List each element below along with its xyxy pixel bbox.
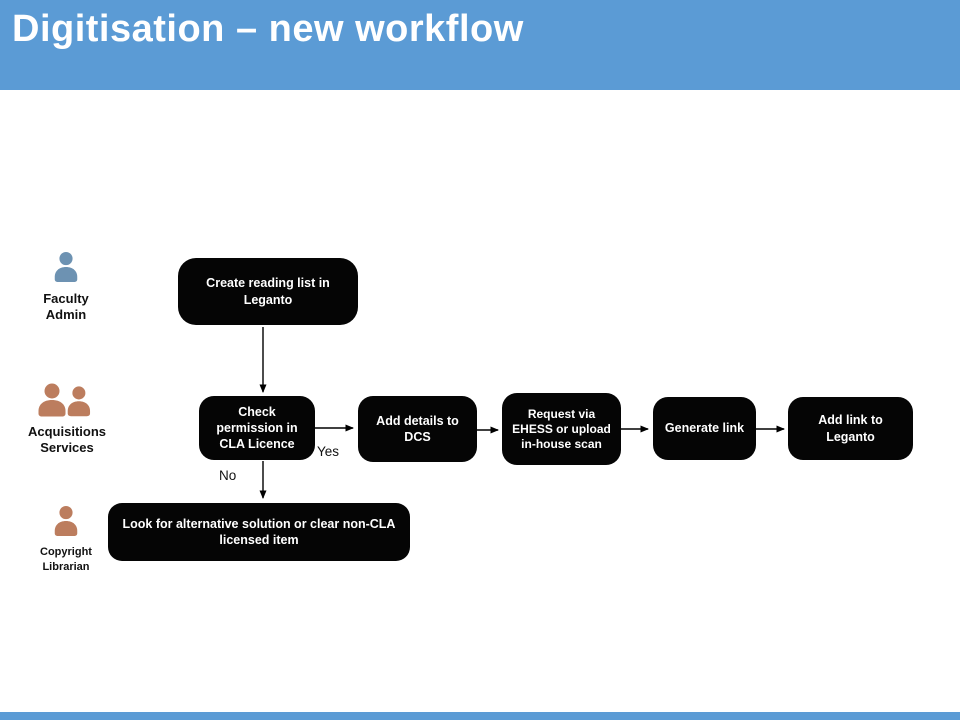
slide-title: Digitisation – new workflow [12, 8, 524, 50]
flow-box-check-permission: Check permission in CLA Licence [199, 396, 315, 460]
people-icon [14, 383, 120, 422]
flow-box-add-link-leganto: Add link to Leganto [788, 397, 913, 460]
role-label-line: Faculty [43, 291, 89, 306]
role-copyright-librarian: Copyright Librarian [22, 504, 110, 575]
flow-box-alternative-solution: Look for alternative solution or clear n… [108, 503, 410, 561]
role-label-line: Copyright [40, 546, 92, 558]
branch-label-no: No [219, 468, 237, 483]
role-acquisitions-services: Acquisitions Services [14, 383, 120, 455]
role-label-line: Services [40, 439, 94, 455]
slide-footer-bar [0, 712, 960, 720]
flow-box-generate-link: Generate link [653, 397, 756, 460]
slide-header-bar: Digitisation – new workflow [0, 0, 960, 90]
flow-box-request-ehess: Request via EHESS or upload in-house sca… [502, 393, 621, 465]
role-label-line: Acquisitions [27, 424, 106, 439]
person-icon [22, 504, 110, 543]
branch-label-yes: Yes [317, 444, 340, 459]
role-faculty-admin: Faculty Admin [22, 250, 110, 322]
flow-box-create-reading-list: Create reading list in Leganto [178, 258, 358, 325]
role-label-line: Librarian [42, 560, 90, 573]
role-label-line: Admin [45, 306, 87, 322]
person-icon [22, 250, 110, 289]
flow-box-add-details-dcs: Add details to DCS [358, 396, 477, 462]
